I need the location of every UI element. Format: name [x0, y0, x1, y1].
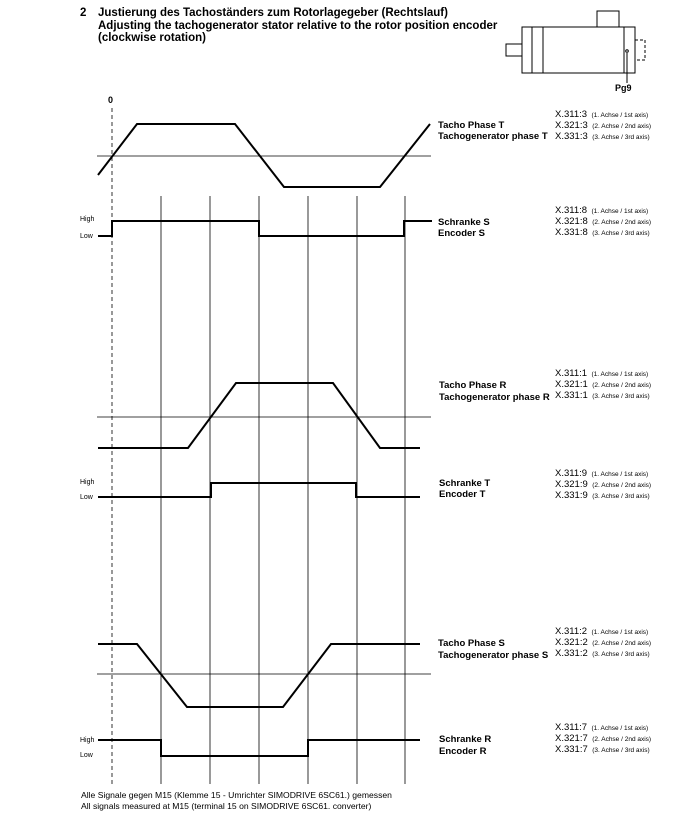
title-german: Justierung des Tachoständers zum Rotorla…: [98, 7, 448, 19]
zero-marker: 0: [108, 95, 113, 105]
encoder-s-low-label: Low: [80, 233, 94, 240]
signal-label-encoder-r: Schranke R Encoder R: [439, 734, 491, 757]
svg-text:X.331:9 (3. Achse / 3rd axis): X.331:9 (3. Achse / 3rd axis): [555, 485, 650, 502]
encoder-s-waveform: [98, 220, 432, 237]
svg-text:Encoder S: Encoder S: [438, 228, 485, 239]
encoder-t-low-label: Low: [80, 494, 94, 501]
connectors-encoder-t: X.311:9 (1. Achse / 1st axis) X.321:9 (2…: [555, 463, 651, 502]
motor-pg9-label: Pg9: [615, 83, 632, 93]
svg-text:X.331:8 (3. Achse / 3rd axis): X.331:8 (3. Achse / 3rd axis): [555, 222, 650, 239]
motor-terminal-box: [596, 10, 620, 28]
svg-text:Schranke T: Schranke T: [439, 478, 490, 489]
svg-text:X.311:7 (1. Achse / 1st axis): X.311:7 (1. Achse / 1st axis): [555, 717, 648, 734]
section-number: 2: [80, 7, 87, 19]
svg-text:X.311:3 (1. Achse / 1st axis): X.311:3 (1. Achse / 1st axis): [555, 104, 648, 121]
svg-text:X.331:1 (3. Achse / 3rd axis): X.331:1 (3. Achse / 3rd axis): [555, 385, 650, 402]
tacho-phase-r-waveform: [98, 382, 420, 449]
svg-text:X.321:1 (2. Achse / 2nd axis): X.321:1 (2. Achse / 2nd axis): [555, 374, 651, 391]
svg-text:X.321:9 (2. Achse / 2nd axis): X.321:9 (2. Achse / 2nd axis): [555, 474, 651, 491]
signal-label-tacho-r: Tacho Phase R Tachogenerator phase R: [439, 380, 550, 403]
svg-text:X.321:3 (2. Achse / 2nd axis): X.321:3 (2. Achse / 2nd axis): [555, 115, 651, 132]
svg-text:X.311:8 (1. Achse / 1st axis): X.311:8 (1. Achse / 1st axis): [555, 200, 648, 217]
svg-text:Encoder R: Encoder R: [439, 746, 487, 757]
svg-text:X.311:9 (1. Achse / 1st axis): X.311:9 (1. Achse / 1st axis): [555, 463, 648, 480]
motor-encoder-cap: [635, 39, 646, 61]
signal-label-tacho-t: Tacho Phase T Tachogenerator phase T: [438, 120, 548, 142]
encoder-t-waveform: [98, 482, 420, 498]
footer-english: All signals measured at M15 (terminal 15…: [81, 800, 372, 811]
svg-text:Encoder T: Encoder T: [439, 489, 486, 500]
time-gridlines: [160, 196, 406, 784]
motor-body: [542, 26, 636, 74]
svg-text:Tacho Phase S: Tacho Phase S: [438, 638, 505, 649]
footer-german: Alle Signale gegen M15 (Klemme 15 - Umri…: [81, 790, 392, 800]
title-english-line-1: Adjusting the tachogenerator stator rela…: [98, 19, 498, 32]
encoder-r-low-label: Low: [80, 752, 94, 759]
motor-pg9-port: [625, 49, 629, 53]
svg-text:Schranke R: Schranke R: [439, 734, 491, 745]
tacho-phase-t-waveform: [97, 123, 431, 188]
footer-note: Alle Signale gegen M15 (Klemme 15 - Umri…: [81, 790, 392, 811]
svg-text:X.311:2 (1. Achse / 1st axis): X.311:2 (1. Achse / 1st axis): [555, 621, 648, 638]
connectors-tacho-r: X.311:1 (1. Achse / 1st axis) X.321:1 (2…: [555, 363, 651, 402]
encoder-t-high-label: High: [80, 479, 95, 486]
svg-text:Schranke S: Schranke S: [438, 217, 490, 228]
title-english-line-2: (clockwise rotation): [98, 32, 206, 44]
svg-text:X.331:7 (3. Achse / 3rd axis): X.331:7 (3. Achse / 3rd axis): [555, 739, 650, 756]
connectors-encoder-s: X.311:8 (1. Achse / 1st axis) X.321:8 (2…: [555, 200, 651, 239]
svg-text:X.321:2 (2. Achse / 2nd axis): X.321:2 (2. Achse / 2nd axis): [555, 632, 651, 649]
signal-label-encoder-s: Schranke S Encoder S: [438, 217, 490, 239]
encoder-r-waveform: [98, 739, 420, 757]
motor-shaft: [505, 43, 523, 57]
connectors-tacho-s: X.311:2 (1. Achse / 1st axis) X.321:2 (2…: [555, 621, 651, 660]
tacho-phase-s-waveform: [98, 643, 420, 708]
svg-text:X.321:7 (2. Achse / 2nd axis): X.321:7 (2. Achse / 2nd axis): [555, 728, 651, 745]
svg-text:Tachogenerator phase S: Tachogenerator phase S: [438, 650, 548, 661]
svg-text:X.331:2 (3. Achse / 3rd axis): X.331:2 (3. Achse / 3rd axis): [555, 643, 650, 660]
connectors-encoder-r: X.311:7 (1. Achse / 1st axis) X.321:7 (2…: [555, 717, 651, 756]
svg-text:X.331:3 (3. Achse / 3rd axis): X.331:3 (3. Achse / 3rd axis): [555, 126, 650, 143]
svg-text:Tacho Phase T: Tacho Phase T: [438, 120, 505, 131]
connectors-tacho-t: X.311:3 (1. Achse / 1st axis) X.321:3 (2…: [555, 104, 651, 143]
signal-label-encoder-t: Schranke T Encoder T: [439, 478, 490, 500]
encoder-r-high-label: High: [80, 737, 95, 744]
svg-text:Tacho Phase R: Tacho Phase R: [439, 380, 507, 391]
svg-text:X.311:1 (1. Achse / 1st axis): X.311:1 (1. Achse / 1st axis): [555, 363, 648, 380]
encoder-s-high-label: High: [80, 216, 95, 223]
svg-text:Tachogenerator phase T: Tachogenerator phase T: [438, 131, 548, 142]
svg-text:X.321:8 (2. Achse / 2nd axis): X.321:8 (2. Achse / 2nd axis): [555, 211, 651, 228]
motor-sketch: [505, 10, 646, 83]
svg-text:Tachogenerator phase R: Tachogenerator phase R: [439, 392, 550, 403]
signal-label-tacho-s: Tacho Phase S Tachogenerator phase S: [438, 638, 548, 661]
